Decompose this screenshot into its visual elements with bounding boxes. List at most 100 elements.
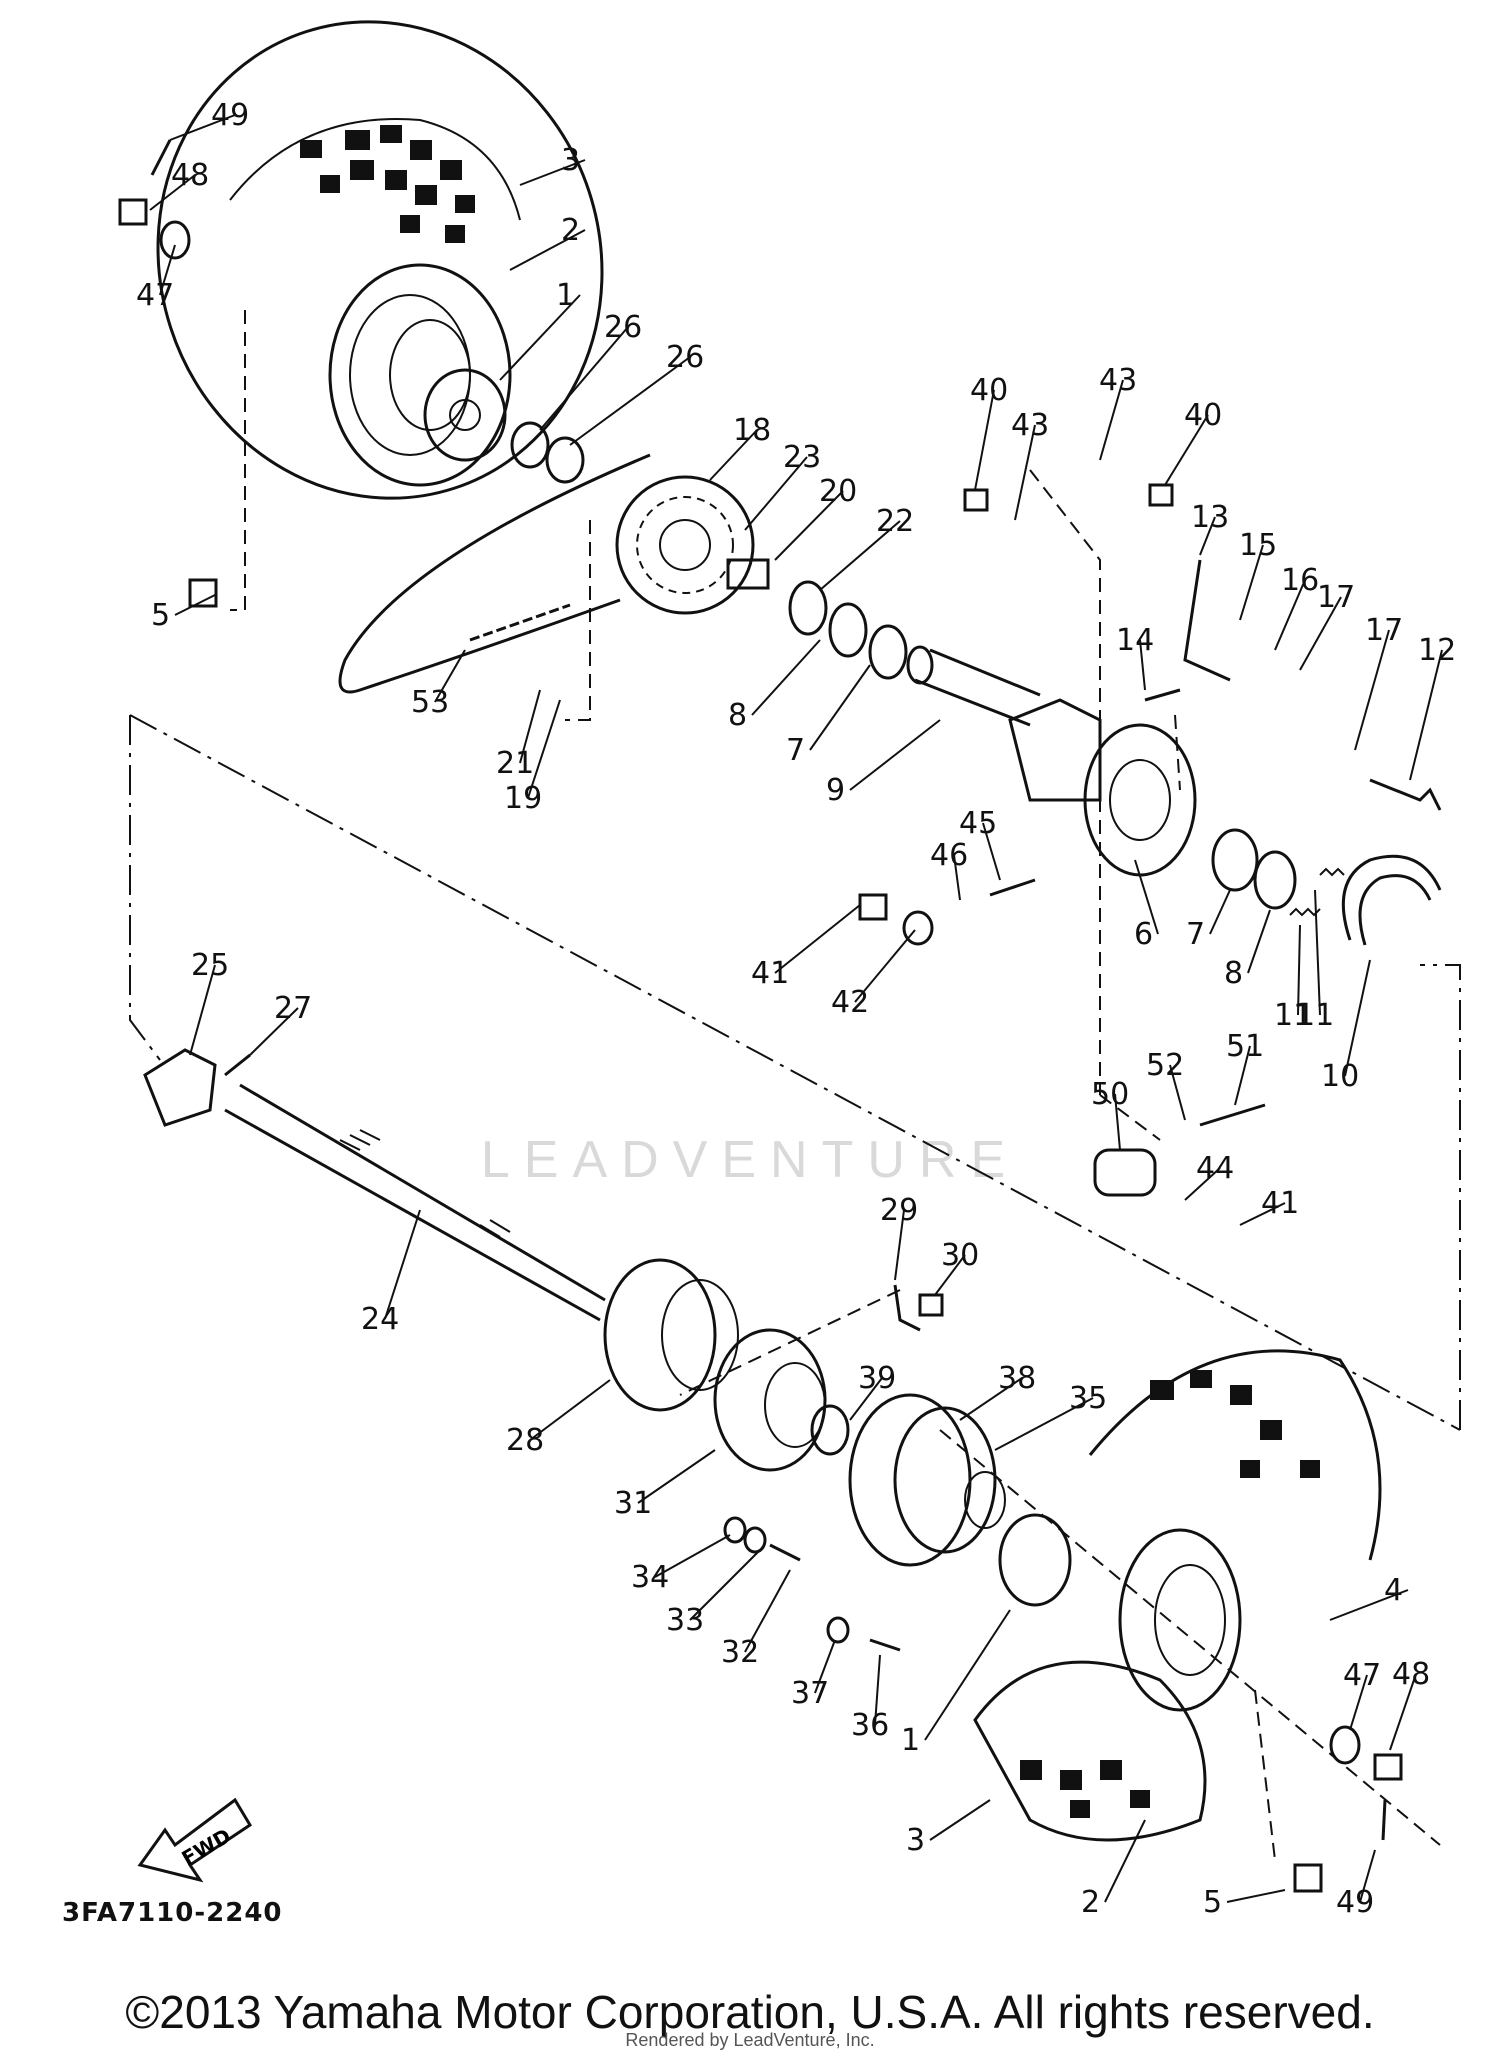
callout-label-13: 13 bbox=[1191, 500, 1229, 535]
callout-leader bbox=[1314, 889, 1321, 1016]
callout-label-47: 47 bbox=[1343, 1658, 1381, 1693]
callout-label-48: 48 bbox=[1392, 1657, 1430, 1692]
cotter-49-lower bbox=[1381, 1799, 1387, 1841]
callout-leader bbox=[994, 1397, 1094, 1451]
callout-label-26: 26 bbox=[604, 310, 642, 345]
callout-label-49: 49 bbox=[211, 98, 249, 133]
callout-label-16: 16 bbox=[1281, 563, 1319, 598]
callout-label-43: 43 bbox=[1099, 363, 1137, 398]
callout-leader bbox=[1226, 1889, 1286, 1903]
callout-label-7: 7 bbox=[786, 733, 805, 768]
callout-label-50: 50 bbox=[1091, 1077, 1129, 1112]
callout-leader bbox=[934, 1254, 966, 1296]
callout-leader bbox=[569, 356, 691, 446]
callout-label-40: 40 bbox=[1184, 398, 1222, 433]
callout-label-41: 41 bbox=[751, 956, 789, 991]
nut-30 bbox=[918, 1293, 944, 1317]
bolt-51 bbox=[1199, 1103, 1266, 1127]
callout-leader bbox=[1184, 1167, 1221, 1201]
callout-label-52: 52 bbox=[1146, 1048, 1184, 1083]
callout-label-9: 9 bbox=[826, 773, 845, 808]
bracket-50 bbox=[1093, 1148, 1157, 1197]
callout-leader bbox=[744, 456, 808, 531]
callout-leader bbox=[169, 114, 236, 141]
callout-label-19: 19 bbox=[504, 781, 542, 816]
hub-upper bbox=[423, 368, 507, 462]
callout-leader bbox=[894, 1209, 905, 1281]
callout-label-10: 10 bbox=[1321, 1059, 1359, 1094]
callout-label-38: 38 bbox=[998, 1361, 1036, 1396]
callout-leader bbox=[849, 719, 941, 791]
callout-label-30: 30 bbox=[941, 1238, 979, 1273]
callout-label-34: 34 bbox=[631, 1560, 669, 1595]
washer-47-upper bbox=[159, 220, 191, 260]
callout-leader bbox=[1104, 1819, 1146, 1903]
callout-leader bbox=[1139, 639, 1146, 691]
callout-leader bbox=[529, 1379, 611, 1441]
callout-leader bbox=[953, 854, 961, 901]
callout-leader bbox=[654, 1534, 731, 1578]
callout-label-17: 17 bbox=[1365, 613, 1403, 648]
drive-chain bbox=[338, 453, 651, 694]
washer-47-lower bbox=[1329, 1725, 1361, 1765]
callout-label-25: 25 bbox=[191, 948, 229, 983]
callout-label-1: 1 bbox=[556, 278, 575, 313]
part-8 bbox=[828, 602, 868, 658]
callout-leader bbox=[539, 326, 629, 431]
callout-label-48: 48 bbox=[171, 158, 209, 193]
stud-27 bbox=[224, 1053, 251, 1077]
callout-label-35: 35 bbox=[1069, 1381, 1107, 1416]
callout-leader bbox=[959, 1377, 1023, 1421]
callout-leader bbox=[1297, 924, 1301, 1016]
callout-label-31: 31 bbox=[614, 1486, 652, 1521]
hub-lower bbox=[998, 1513, 1072, 1607]
bolt-14 bbox=[1144, 688, 1181, 702]
callout-leader bbox=[1209, 889, 1231, 935]
callout-leader bbox=[689, 1549, 761, 1621]
callout-leader bbox=[1389, 1673, 1417, 1751]
bearing-8 bbox=[1253, 850, 1297, 910]
callout-label-51: 51 bbox=[1226, 1029, 1264, 1064]
bolt-36 bbox=[869, 1638, 901, 1652]
axle bbox=[224, 1083, 606, 1322]
callout-leader bbox=[1409, 649, 1443, 781]
callout-leader bbox=[774, 904, 861, 974]
callout-leader bbox=[929, 1799, 991, 1841]
callout-label-33: 33 bbox=[666, 1603, 704, 1638]
callout-label-45: 45 bbox=[959, 806, 997, 841]
callout-label-44: 44 bbox=[1196, 1151, 1234, 1186]
callout-leader bbox=[874, 1654, 881, 1726]
callout-label-4: 4 bbox=[1384, 1573, 1403, 1608]
callout-leader bbox=[509, 229, 586, 271]
callout-leader bbox=[814, 1639, 836, 1694]
bolt-40b bbox=[1148, 483, 1174, 507]
callout-label-40: 40 bbox=[970, 373, 1008, 408]
callout-leader bbox=[982, 822, 1001, 881]
callout-leader bbox=[809, 664, 871, 751]
callout-leader bbox=[189, 964, 216, 1056]
callout-leader bbox=[1344, 959, 1371, 1077]
part-7 bbox=[868, 624, 908, 680]
callout-label-11: 11 bbox=[1296, 998, 1334, 1033]
part-20 bbox=[726, 558, 770, 590]
callout-label-20: 20 bbox=[819, 474, 857, 509]
callout-label-5: 5 bbox=[1203, 1885, 1222, 1920]
part-22 bbox=[788, 580, 828, 636]
callout-leader bbox=[1099, 379, 1124, 461]
callout-label-37: 37 bbox=[791, 1676, 829, 1711]
washer-33 bbox=[743, 1526, 767, 1554]
callout-label-8: 8 bbox=[1224, 956, 1243, 991]
callout-leader bbox=[924, 1609, 1011, 1741]
callout-label-3: 3 bbox=[561, 143, 580, 178]
nut-26a bbox=[510, 421, 550, 469]
callout-label-26: 26 bbox=[666, 340, 704, 375]
fwd-arrow: FWD bbox=[137, 1797, 253, 1883]
callout-label-2: 2 bbox=[561, 213, 580, 248]
callout-leader bbox=[744, 1569, 791, 1653]
callout-label-8: 8 bbox=[728, 698, 747, 733]
callout-label-18: 18 bbox=[733, 413, 771, 448]
callout-label-5: 5 bbox=[151, 598, 170, 633]
callout-label-47: 47 bbox=[136, 278, 174, 313]
sprocket bbox=[615, 475, 755, 615]
